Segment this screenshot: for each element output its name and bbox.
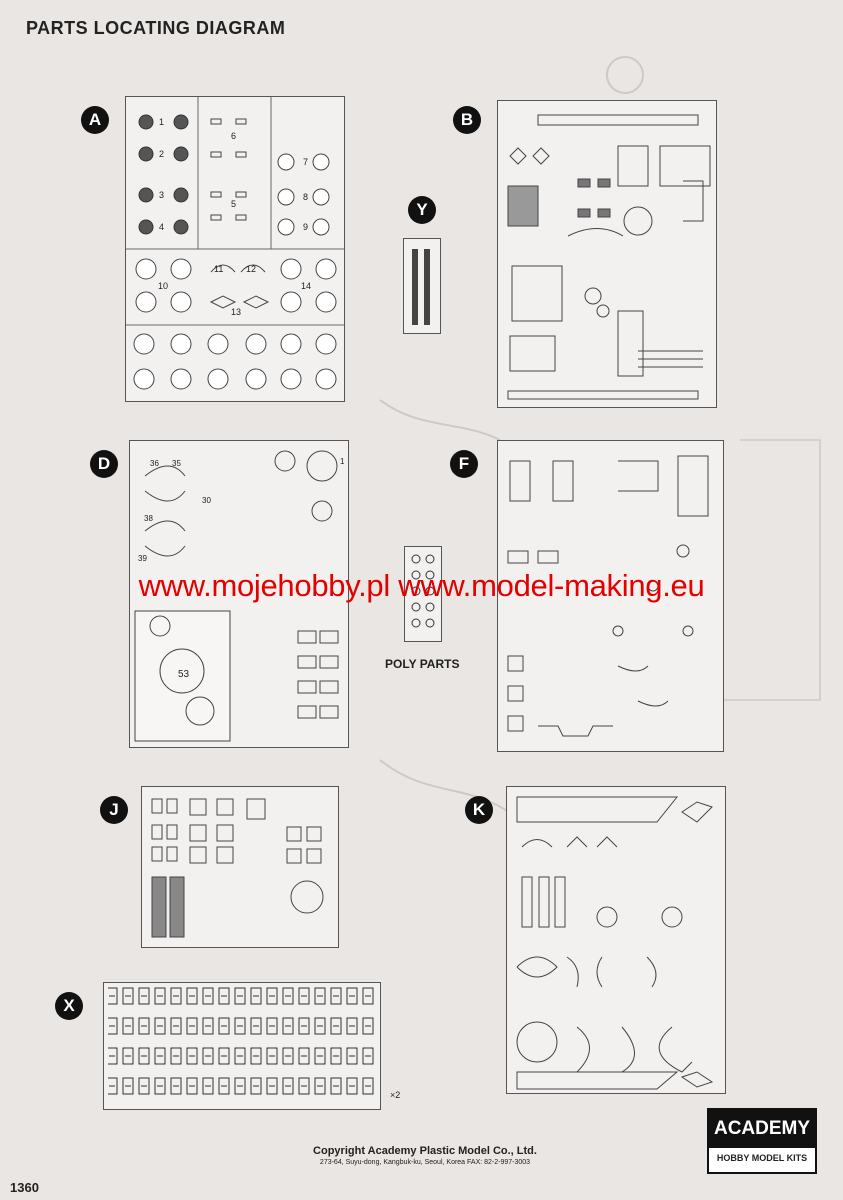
sprue-x-multiplier: ×2: [390, 1090, 401, 1100]
part-label: 5: [231, 199, 236, 209]
part-label: 10: [158, 281, 168, 291]
copyright-text: Copyright Academy Plastic Model Co., Ltd…: [313, 1145, 537, 1157]
sprue-badge-a: A: [81, 106, 109, 134]
part-label: 3: [159, 190, 164, 200]
sprue-d-drawing: 1 30 36 35 38 39 53: [134, 450, 345, 742]
sprue-badge-x: X: [55, 992, 83, 1020]
part-label: 6: [231, 131, 236, 141]
sprue-poly-drawing: [411, 554, 435, 628]
svg-text:39: 39: [138, 554, 147, 563]
svg-text:35: 35: [172, 459, 181, 468]
part-label: 1: [159, 117, 164, 127]
sprue-k-drawing: [516, 796, 714, 1090]
part-label: 4: [159, 222, 164, 232]
brand-name: ACADEMY: [709, 1110, 815, 1148]
sprue-j-drawing: [151, 798, 324, 938]
sprue-poly: [404, 546, 442, 642]
sprue-y: [403, 238, 441, 334]
page-title: PARTS LOCATING DIAGRAM: [26, 18, 286, 38]
company-address: 273-64, Suyu-dong, Kangbuk-ku, Seoul, Ko…: [319, 1159, 531, 1166]
brand-tagline: HOBBY MODEL KITS: [716, 1153, 808, 1163]
svg-text:1: 1: [340, 457, 345, 466]
sprue-badge-k: K: [465, 796, 493, 824]
sprue-badge-y: Y: [408, 196, 436, 224]
part-label: 7: [303, 157, 308, 167]
sprue-badge-b: B: [453, 106, 481, 134]
sprue-j: [141, 786, 339, 948]
svg-text:53: 53: [178, 669, 190, 680]
sprue-f: [497, 440, 724, 752]
sprue-y-drawing: [412, 249, 430, 325]
sprue-badge-j: J: [100, 796, 128, 824]
poly-parts-label: POLY PARTS: [385, 657, 460, 671]
sprue-f-drawing: [507, 455, 709, 737]
part-label: 12: [246, 264, 256, 274]
part-label: 9: [303, 222, 308, 232]
sprue-k: [506, 786, 726, 1094]
copyright-block: Copyright Academy Plastic Model Co., Ltd…: [260, 1145, 590, 1166]
sprue-a: 1 2 3 4 5 6 7 8 9 10 11 12 13 14: [125, 96, 345, 402]
part-label: 2: [159, 149, 164, 159]
sprue-x: [103, 982, 381, 1110]
academy-logo: ACADEMY HOBBY MODEL KITS: [707, 1108, 817, 1174]
page-number: 1360: [10, 1180, 39, 1195]
sprue-x-drawing: [108, 987, 376, 1105]
part-label: 11: [214, 264, 223, 274]
sprue-badge-d: D: [90, 450, 118, 478]
sprue-a-drawing: 1 2 3 4 5 6 7 8 9 10 11 12 13 14: [126, 97, 344, 390]
part-label: 8: [303, 192, 308, 202]
part-label: 13: [231, 307, 241, 317]
watermark-text: www.mojehobby.pl www.model-making.eu: [138, 568, 705, 603]
svg-text:38: 38: [144, 514, 153, 523]
sprue-badge-f: F: [450, 450, 478, 478]
part-label: 14: [301, 281, 311, 291]
svg-text:30: 30: [202, 496, 211, 505]
sprue-d: 1 30 36 35 38 39 53: [129, 440, 349, 748]
sprue-b: [497, 100, 717, 408]
sprue-b-drawing: [507, 114, 711, 400]
svg-text:36: 36: [150, 459, 159, 468]
